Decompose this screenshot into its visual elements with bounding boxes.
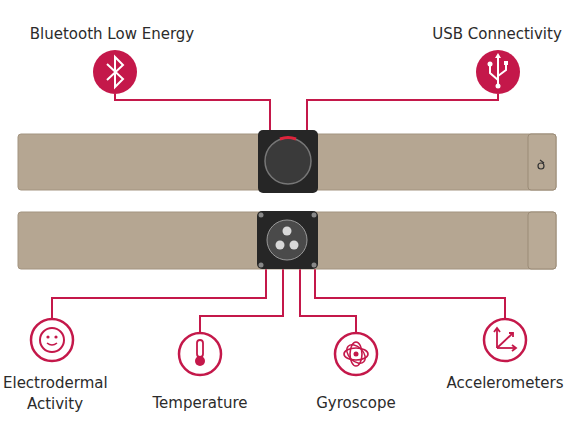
sensor-label: Accelerometers: [440, 373, 570, 394]
device-module-bottom: [257, 211, 318, 269]
sensor-label: Gyroscope: [301, 393, 411, 414]
wristband: [18, 134, 556, 269]
sensor-label: Electrodermal Activity: [3, 373, 107, 415]
feature-label: Bluetooth Low Energy: [17, 24, 207, 45]
icons: [31, 50, 526, 375]
feature-label: USB Connectivity: [422, 24, 572, 45]
device-module-top: [258, 130, 318, 193]
sensor-label: Temperature: [140, 393, 260, 414]
